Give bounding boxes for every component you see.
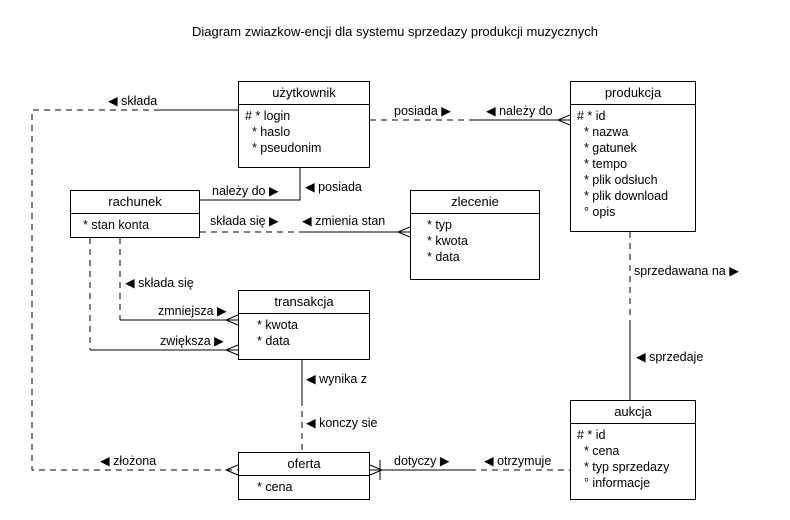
rel-label-posiada-top: posiada ▶ bbox=[394, 104, 451, 118]
attribute: * data bbox=[257, 334, 290, 348]
rel-label-sprzedawana-na: sprzedawana na ▶ bbox=[634, 264, 739, 278]
rel-label-dotyczy: dotyczy ▶ bbox=[394, 454, 450, 468]
attribute: * typ bbox=[427, 218, 453, 232]
rel-label-sprzedaje: ◀ sprzedaje bbox=[636, 350, 704, 364]
entity-attributes: # * id * nazwa * gatunek * tempo * plik … bbox=[571, 105, 695, 220]
attribute: * plik download bbox=[577, 189, 669, 203]
entity-attributes: * kwota * data bbox=[239, 314, 369, 349]
attribute: ° informacje bbox=[577, 476, 651, 490]
rel-label-nalezy-do-top: ◀ należy do bbox=[486, 104, 553, 118]
entity-produkcja: produkcja # * id * nazwa * gatunek * tem… bbox=[570, 81, 696, 232]
attribute: * cena bbox=[257, 480, 293, 494]
attribute: * typ sprzedazy bbox=[577, 460, 670, 474]
attribute: * haslo bbox=[245, 125, 291, 139]
rel-label-sklada-sie-mid: składa się ▶ bbox=[210, 214, 279, 228]
rel-label-zmienia-stan: ◀ zmienia stan bbox=[302, 214, 386, 228]
entity-transakcja: transakcja * kwota * data bbox=[238, 290, 370, 360]
attribute: * kwota bbox=[427, 234, 468, 248]
entity-name: aukcja bbox=[571, 401, 695, 424]
entity-name: użytkownik bbox=[239, 82, 369, 105]
rel-label-wynika-z: ◀ wynika z bbox=[306, 372, 368, 386]
entity-aukcja: aukcja # * id * cena * typ sprzedazy ° i… bbox=[570, 400, 696, 500]
diagram-title: Diagram zwiazkow-encji dla systemu sprze… bbox=[191, 24, 599, 39]
entity-rachunek: rachunek * stan konta bbox=[70, 190, 200, 238]
rel-label-zmniejsza: zmniejsza ▶ bbox=[158, 304, 227, 318]
entity-uzytkownik: użytkownik # * login * haslo * pseudonim bbox=[238, 81, 370, 168]
rel-label-posiada-mid: ◀ posiada bbox=[305, 180, 362, 194]
rel-label-sklada-top: ◀ składa bbox=[108, 94, 158, 108]
entity-name: oferta bbox=[239, 453, 369, 476]
entity-name: transakcja bbox=[239, 291, 369, 314]
attribute: * tempo bbox=[577, 157, 628, 171]
attribute: * kwota bbox=[257, 318, 298, 332]
entity-name: rachunek bbox=[71, 191, 199, 214]
attribute: * plik odsłuch bbox=[577, 173, 658, 187]
attribute: * cena bbox=[577, 444, 620, 458]
attribute: * stan konta bbox=[83, 218, 150, 232]
attribute: * data bbox=[427, 250, 460, 264]
rel-label-konczy-sie: ◀ konczy sie bbox=[306, 416, 378, 430]
attribute: * pseudonim bbox=[245, 141, 322, 155]
entity-attributes: * typ * kwota * data bbox=[411, 214, 539, 265]
entity-name: produkcja bbox=[571, 82, 695, 105]
attribute: * gatunek bbox=[577, 141, 637, 155]
entity-zlecenie: zlecenie * typ * kwota * data bbox=[410, 190, 540, 280]
rel-label-zlozona: ◀ złożona bbox=[100, 454, 157, 468]
entity-attributes: # * login * haslo * pseudonim bbox=[239, 105, 369, 156]
entity-attributes: # * id * cena * typ sprzedazy ° informac… bbox=[571, 424, 695, 491]
line-rachunek-uzytkownik bbox=[200, 168, 301, 201]
entity-attributes: * stan konta bbox=[71, 214, 199, 233]
rel-label-nalezy-do-mid: należy do ▶ bbox=[212, 184, 279, 198]
rel-label-zwieksza: zwiększa ▶ bbox=[160, 334, 224, 348]
attribute: # * login bbox=[245, 109, 291, 123]
attribute: ° opis bbox=[577, 205, 616, 219]
rel-label-otrzymuje: ◀ otrzymuje bbox=[484, 454, 552, 468]
rel-label-sklada-sie-left: ◀ składa się bbox=[125, 276, 194, 290]
entity-name: zlecenie bbox=[411, 191, 539, 214]
attribute: # * id bbox=[577, 428, 606, 442]
entity-attributes: * cena bbox=[239, 476, 369, 495]
attribute: # * id bbox=[577, 109, 606, 123]
entity-oferta: oferta * cena bbox=[238, 452, 370, 500]
attribute: * nazwa bbox=[577, 125, 629, 139]
